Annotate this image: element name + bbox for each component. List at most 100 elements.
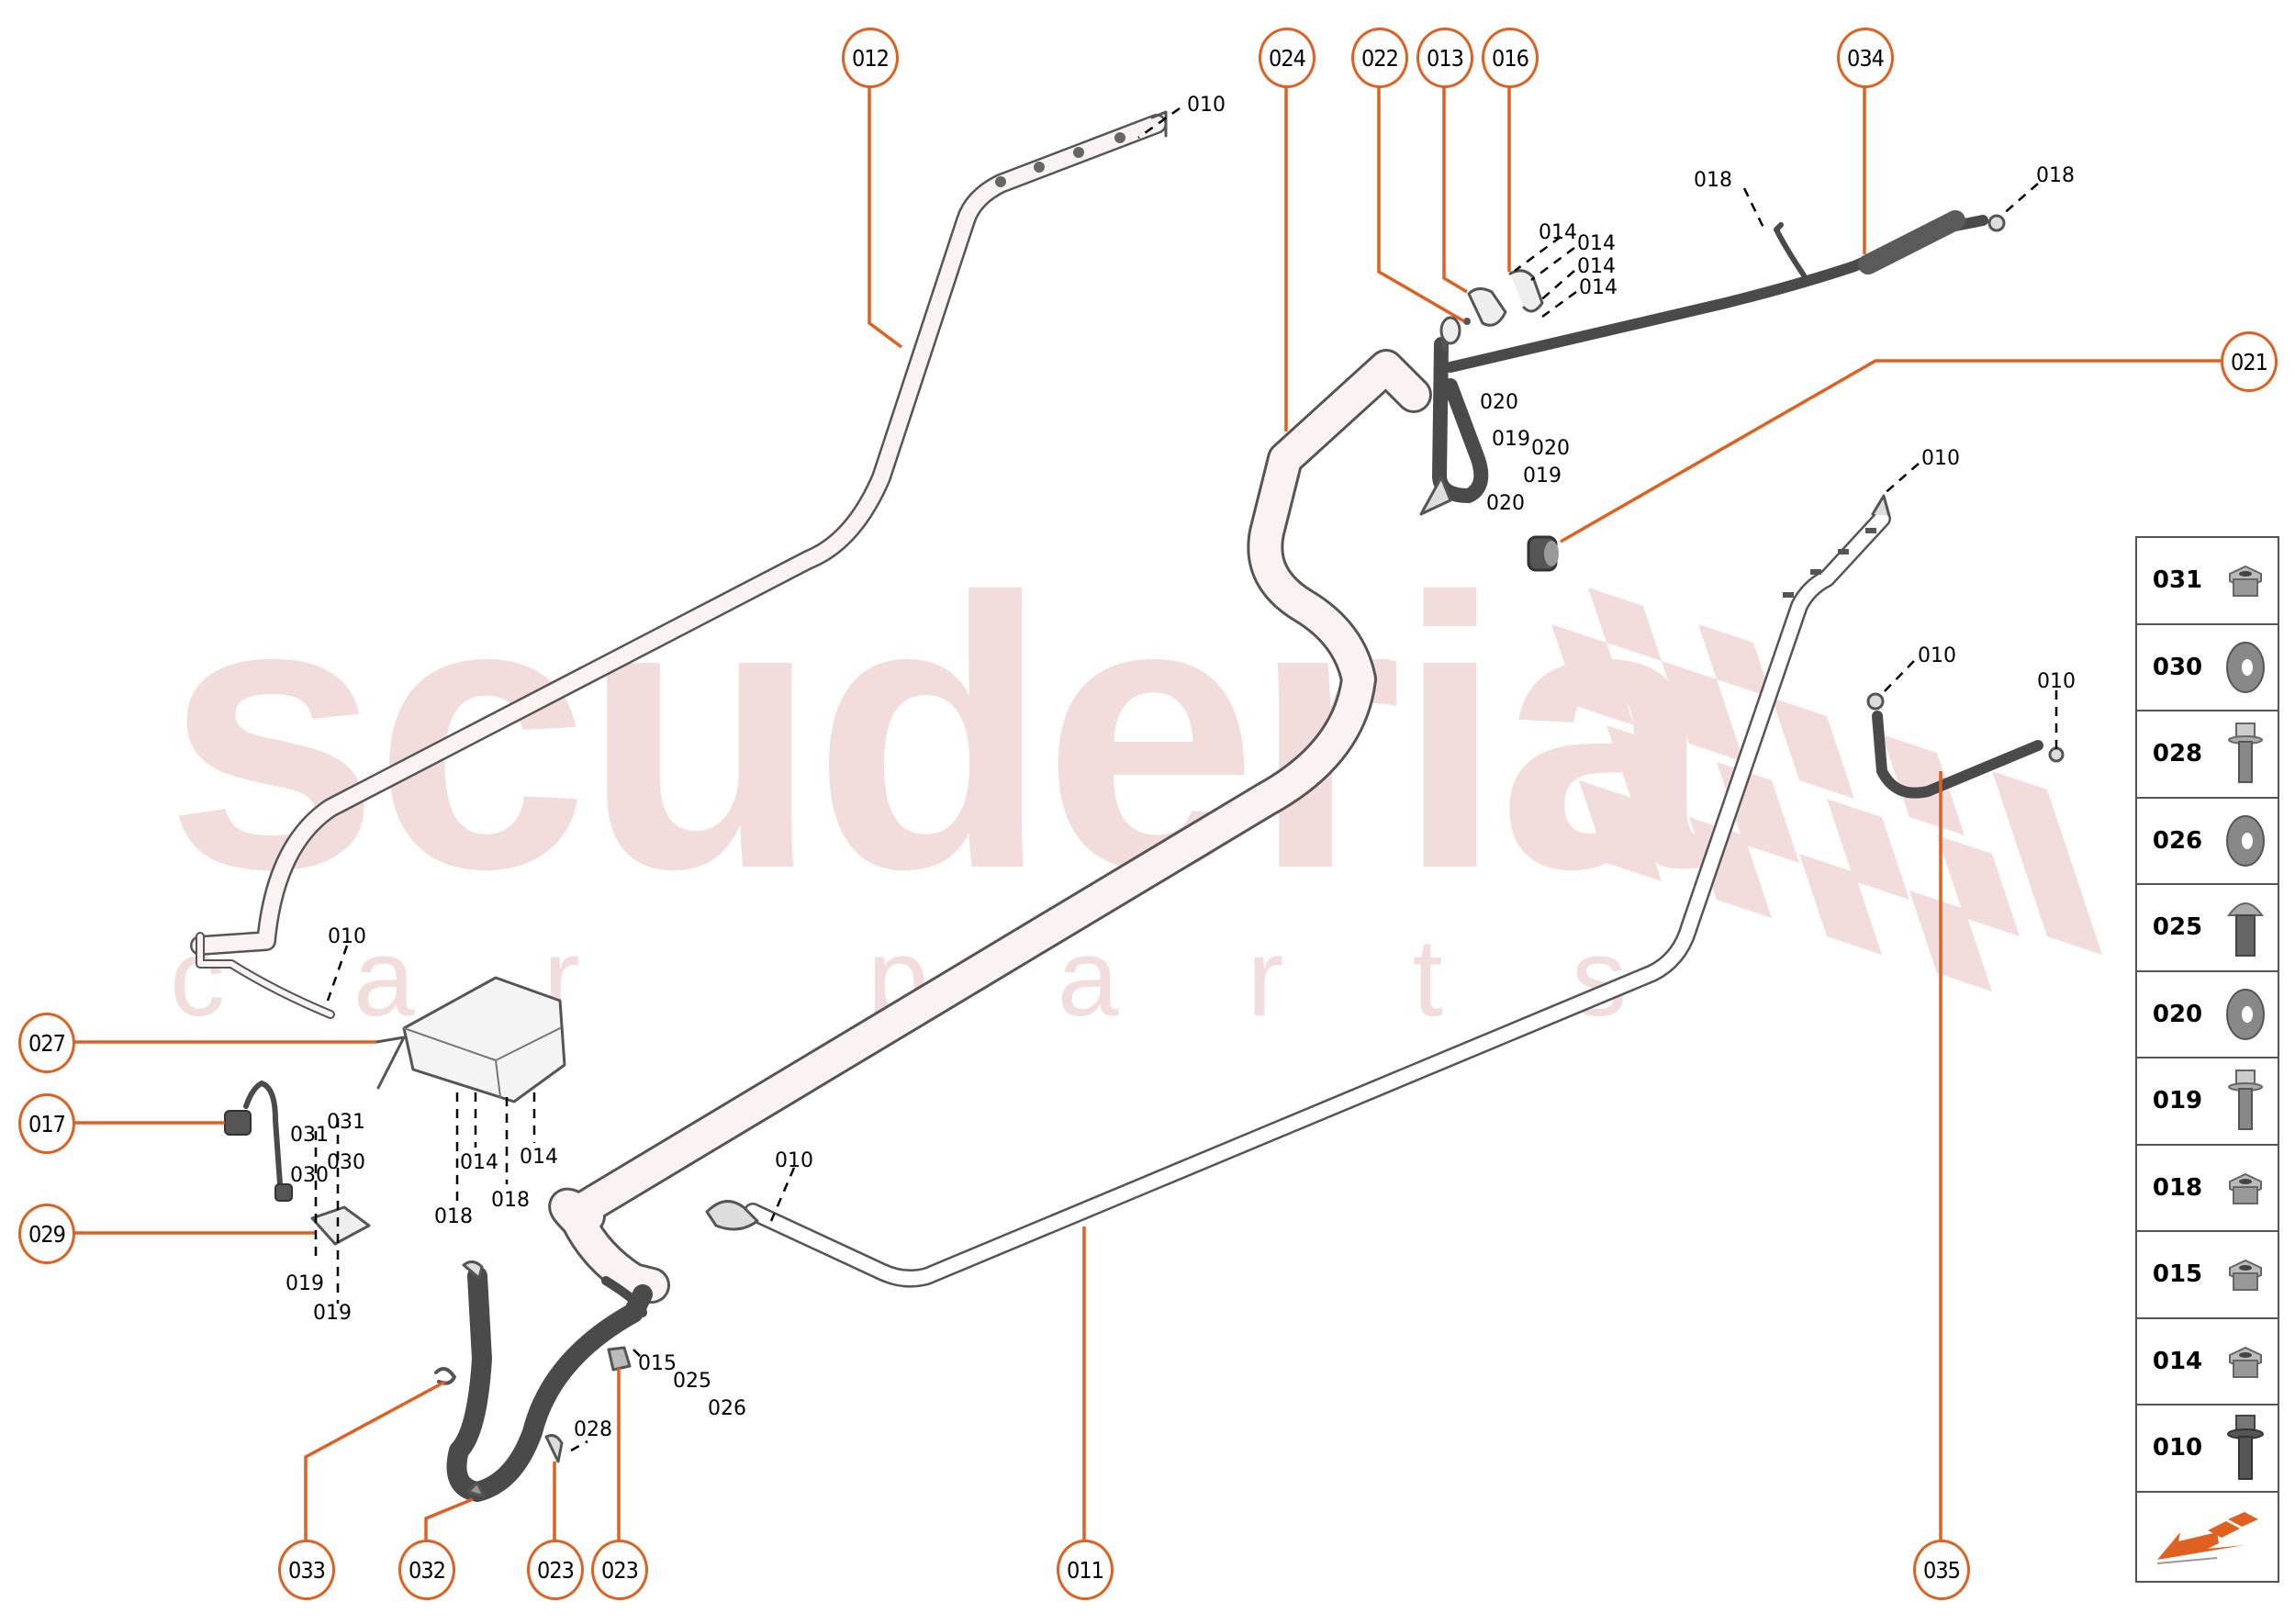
clip-033 (434, 1367, 456, 1385)
callout-023-a[interactable]: 023 (527, 1540, 584, 1600)
legend-code: 014 (2152, 1347, 2203, 1375)
part-label: 019 (285, 1272, 324, 1295)
clip-023-a (544, 1434, 564, 1463)
washer-icon (2218, 978, 2273, 1051)
legend-row-020[interactable]: 020 (2137, 972, 2278, 1058)
callout-032[interactable]: 032 (398, 1540, 455, 1600)
part-label: 018 (434, 1205, 473, 1228)
legend-row-028[interactable]: 028 (2137, 711, 2278, 799)
direction-arrow-icon[interactable] (2137, 1493, 2278, 1581)
watermark-brand: scuderia (165, 519, 1713, 949)
legend-row-025[interactable]: 025 (2137, 885, 2278, 972)
callout-013[interactable]: 013 (1416, 28, 1473, 88)
leader-lines (73, 86, 2221, 1540)
legend-code: 020 (2152, 1000, 2203, 1028)
flange-bolt-icon (2218, 717, 2273, 790)
part-label: 025 (673, 1370, 711, 1393)
part-label: 031 (290, 1124, 329, 1147)
legend-code: 019 (2152, 1087, 2203, 1115)
part-label: 014 (1579, 276, 1618, 299)
part-label: 018 (491, 1189, 530, 1212)
legend-code: 015 (2152, 1260, 2203, 1289)
legend-code: 028 (2152, 740, 2203, 768)
plate-013-016 (1463, 269, 1544, 327)
callout-035[interactable]: 035 (1913, 1540, 1970, 1600)
strap-assembly (1419, 316, 1489, 516)
part-label: 020 (1531, 437, 1570, 460)
part-label: 010 (775, 1149, 813, 1172)
legend-code: 018 (2152, 1173, 2203, 1202)
callout-024[interactable]: 024 (1259, 28, 1315, 88)
flange-nut-icon (2218, 543, 2273, 617)
part-label: 014 (1539, 221, 1577, 244)
washer-icon (2218, 804, 2273, 878)
part-label: 018 (2036, 164, 2075, 187)
flange-nut-icon (2218, 1151, 2273, 1225)
sleeve-021 (1527, 535, 1559, 572)
part-label: 014 (460, 1151, 498, 1174)
part-label: 018 (1694, 169, 1732, 192)
flange-nut-icon (2218, 1325, 2273, 1398)
busbar-024 (548, 349, 1432, 1317)
callout-027[interactable]: 027 (18, 1013, 75, 1073)
part-label: 019 (1492, 428, 1530, 451)
legend-row-031[interactable]: 031 (2137, 538, 2278, 625)
callout-023-b[interactable]: 023 (591, 1540, 648, 1600)
legend-code: 030 (2152, 653, 2203, 681)
part-label: 010 (328, 925, 366, 948)
callout-016[interactable]: 016 (1482, 28, 1539, 88)
part-label: 014 (520, 1146, 558, 1169)
clip-032 (466, 1481, 486, 1498)
part-label: 030 (327, 1151, 365, 1174)
dark-flange-bolt-icon (2218, 1411, 2273, 1484)
legend-code: 031 (2152, 566, 2203, 595)
part-label: 015 (638, 1352, 677, 1375)
part-label: 020 (1486, 492, 1525, 515)
part-label: 028 (574, 1418, 612, 1441)
legend-row-015[interactable]: 015 (2137, 1232, 2278, 1319)
part-label: 030 (290, 1164, 329, 1187)
callout-034[interactable]: 034 (1837, 28, 1894, 88)
fastener-legend: 031 030 028 026 025 020 019 018 (2135, 536, 2279, 1583)
legend-row-014[interactable]: 014 (2137, 1319, 2278, 1406)
callout-011[interactable]: 011 (1057, 1540, 1114, 1600)
busbar-012 (190, 110, 1168, 1019)
washer-icon (2218, 631, 2273, 704)
button-head-screw-icon (2218, 890, 2273, 964)
part-label: 026 (708, 1397, 746, 1420)
legend-code: 010 (2152, 1434, 2203, 1462)
part-label: 019 (1523, 465, 1562, 487)
dashed-leaders (314, 106, 2058, 1452)
part-label: 019 (313, 1302, 352, 1325)
legend-row-018[interactable]: 018 (2137, 1146, 2278, 1232)
lower-cable (446, 1260, 653, 1502)
flange-bolt-icon (2218, 1064, 2273, 1137)
part-label: 010 (1187, 94, 1226, 117)
callout-029[interactable]: 029 (18, 1204, 75, 1264)
cable-017 (224, 1081, 293, 1202)
legend-row-010[interactable]: 010 (2137, 1406, 2278, 1493)
part-label: 010 (1921, 447, 1960, 470)
callout-017[interactable]: 017 (18, 1093, 75, 1154)
callout-033[interactable]: 033 (278, 1540, 335, 1600)
legend-row-019[interactable]: 019 (2137, 1058, 2278, 1146)
legend-row-030[interactable]: 030 (2137, 625, 2278, 711)
flange-nut-icon (2218, 1238, 2273, 1311)
part-label: 031 (327, 1111, 365, 1134)
clip-023-b (607, 1346, 632, 1372)
legend-code: 026 (2152, 826, 2203, 855)
callout-021[interactable]: 021 (2221, 331, 2278, 392)
junction-box-027 (375, 976, 566, 1103)
nut-plate-029 (310, 1205, 371, 1246)
callout-012[interactable]: 012 (842, 28, 899, 88)
part-label: 014 (1577, 232, 1616, 255)
part-label: 010 (1918, 644, 1956, 667)
legend-row-026[interactable]: 026 (2137, 799, 2278, 885)
part-label: 020 (1480, 391, 1518, 414)
legend-code: 025 (2152, 913, 2203, 942)
part-label: 014 (1577, 255, 1616, 278)
callout-022[interactable]: 022 (1351, 28, 1408, 88)
busbar-011 (705, 494, 1891, 1288)
